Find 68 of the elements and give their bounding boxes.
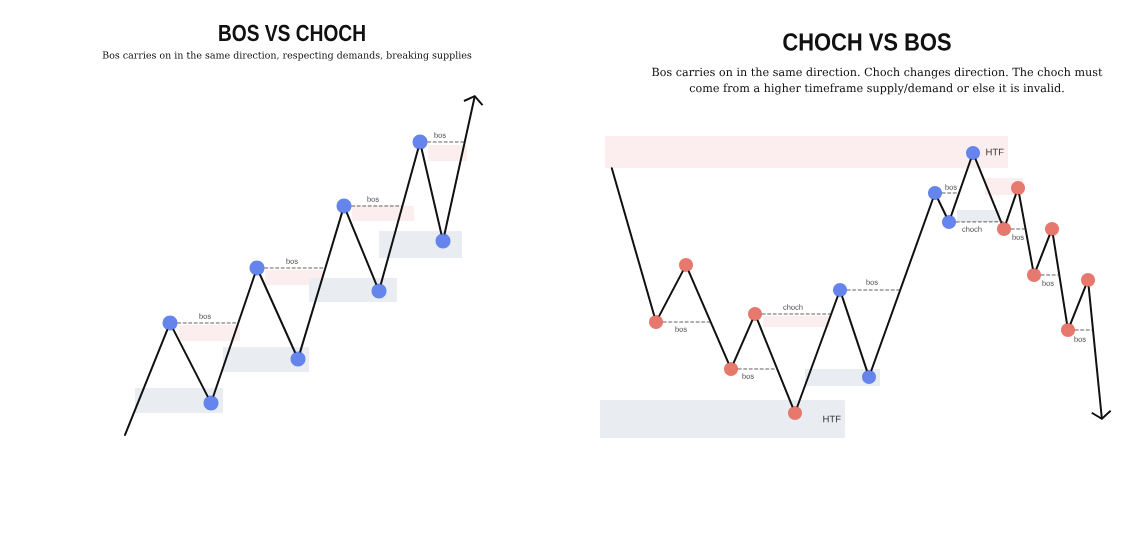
circle-marker — [748, 307, 762, 321]
line — [974, 158, 1003, 224]
circle-marker — [371, 283, 387, 299]
line — [420, 148, 443, 235]
shaded-zone: HTF — [605, 136, 1008, 168]
dashed-line — [846, 289, 901, 291]
circle-marker — [679, 258, 693, 272]
line — [212, 274, 256, 397]
dashed-line — [662, 321, 711, 323]
dashed-line — [737, 368, 778, 370]
circle-marker — [1081, 273, 1095, 287]
subtitle: Bos carries on in the same direction. Choch changes direction. The choch must come from a higher timeframe supply/demand or else it is invalid. — [652, 67, 1103, 95]
line — [658, 270, 684, 317]
dashed-line — [1010, 228, 1026, 230]
dashed-line — [941, 192, 960, 194]
dashed-line — [264, 267, 326, 269]
line — [610, 167, 655, 317]
circle-marker — [1027, 268, 1041, 282]
line — [1005, 193, 1017, 224]
circle-marker — [928, 186, 942, 200]
circle-marker — [162, 315, 178, 331]
circle-marker — [788, 406, 802, 420]
line — [950, 158, 972, 217]
circle-marker — [1011, 181, 1025, 195]
shaded-zone: HTF — [600, 400, 845, 438]
line — [756, 319, 794, 408]
line — [870, 198, 934, 372]
circle-marker — [290, 351, 306, 367]
circle-marker — [649, 315, 663, 329]
line — [841, 295, 868, 372]
line — [299, 212, 343, 353]
line — [380, 148, 419, 285]
circle-marker — [1045, 222, 1059, 236]
dashed-line — [1074, 329, 1093, 331]
line — [1069, 285, 1087, 325]
line — [124, 329, 169, 436]
circle-marker — [862, 370, 876, 384]
circle-marker — [966, 146, 980, 160]
title: BOS VS CHOCH — [219, 24, 365, 42]
dashed-line — [1040, 274, 1060, 276]
line — [1018, 194, 1034, 269]
arrow — [1087, 286, 1112, 420]
line — [172, 328, 209, 398]
dashed-line — [761, 313, 832, 315]
line — [732, 319, 754, 364]
circle-marker — [435, 233, 451, 249]
line — [1035, 234, 1051, 270]
circle-marker — [203, 395, 219, 411]
circle-marker — [833, 283, 847, 297]
line — [345, 212, 378, 285]
circle-marker — [997, 222, 1011, 236]
arrow — [443, 95, 484, 235]
title: CHOCH VS BOS — [783, 33, 951, 51]
circle-marker — [412, 134, 428, 150]
circle-marker — [336, 198, 352, 214]
circle-marker — [724, 362, 738, 376]
line — [796, 295, 839, 408]
line — [687, 270, 730, 364]
dashed-line — [177, 322, 239, 324]
circle-marker — [249, 260, 265, 276]
dashed-line — [427, 141, 465, 143]
line — [259, 274, 296, 353]
dashed-line — [955, 221, 1005, 223]
line — [1052, 235, 1068, 324]
line — [937, 198, 947, 217]
dashed-line — [351, 205, 403, 207]
subtitle: Bos carries on in the same direction, respecting demands, breaking supplies — [102, 51, 472, 61]
circle-marker — [1061, 323, 1075, 337]
